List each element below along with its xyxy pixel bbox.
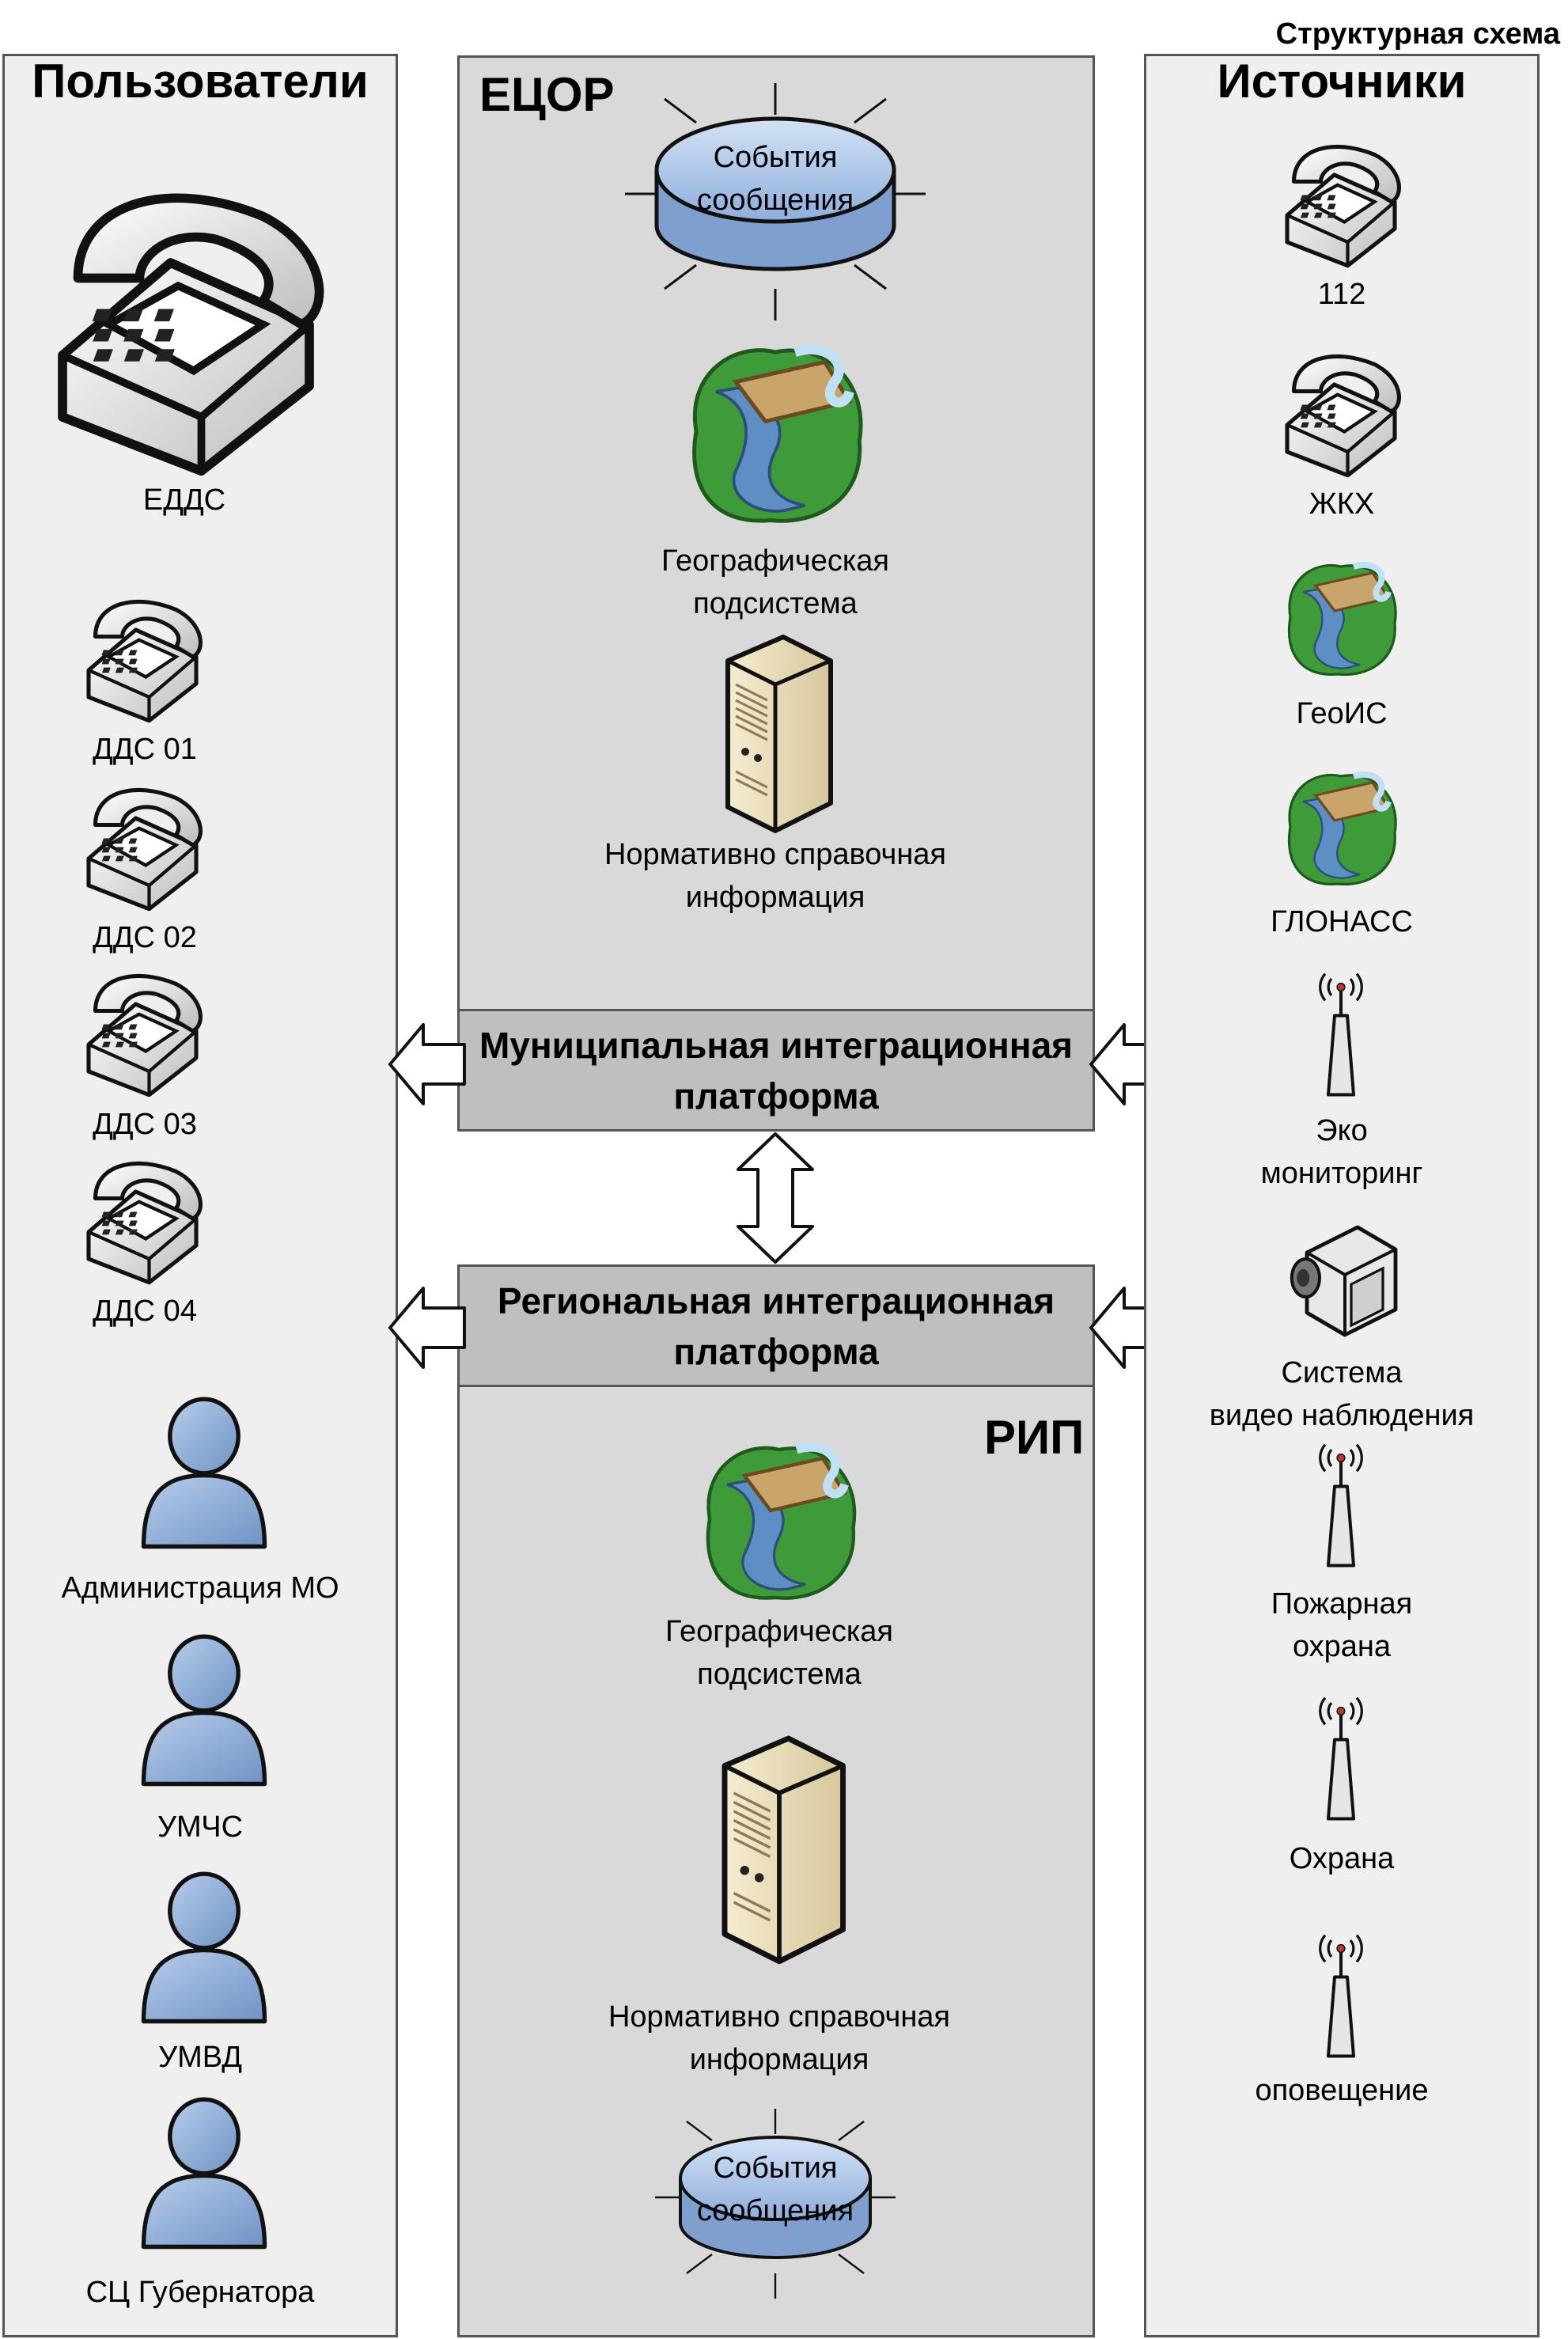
municipal-platform: Муниципальная интеграционная платформа [457, 1009, 1095, 1132]
source-label: Эко мониторинг [1260, 1114, 1423, 1190]
person-icon [133, 1626, 275, 1792]
server-icon [688, 1729, 870, 1966]
person-label: УМЧС [157, 1810, 244, 1844]
server-icon [696, 629, 854, 835]
antenna-icon [1309, 1693, 1373, 1824]
dds-label: ДДС 03 [93, 1108, 197, 1141]
telephone-icon [75, 589, 210, 724]
arrow-icon [388, 1023, 466, 1105]
antenna-icon [1309, 1931, 1373, 2061]
regional-platform: Региональная интеграционная платформа [457, 1264, 1095, 1387]
geo-map-icon [692, 1432, 866, 1606]
rip-title: РИП [984, 1411, 1085, 1464]
telephone-icon [1274, 344, 1408, 479]
source-label: ГЛОНАСС [1271, 905, 1413, 938]
geo-subsystem-label: Географическая подсистема [665, 1615, 894, 1691]
telephone-icon [75, 778, 210, 912]
source-label: Пожарная охрана [1271, 1587, 1413, 1663]
source-label: 112 [1317, 278, 1366, 311]
antenna-icon [1309, 969, 1373, 1100]
nsi-label: Нормативно справочная информация [608, 2000, 951, 2076]
source-label: Система видео наблюдения [1209, 1356, 1475, 1432]
arrow-icon [388, 1287, 466, 1369]
geo-map-icon [1278, 554, 1404, 680]
bidirectional-arrow-icon [737, 1132, 814, 1264]
person-icon [133, 2089, 275, 2255]
person-icon [133, 1863, 275, 2030]
geo-subsystem-label: Географическая подсистема [661, 544, 890, 620]
video-camera-icon [1282, 1215, 1408, 1341]
dds-label: ДДС 04 [93, 1295, 197, 1328]
dds-label: ДДС 02 [93, 921, 197, 954]
person-label: СЦ Губернатора [85, 2276, 315, 2309]
events-db-label: События сообщения [696, 141, 854, 217]
sources-title: Источники [1217, 55, 1467, 108]
source-label: оповещение [1255, 2074, 1429, 2107]
telephone-icon [1274, 135, 1408, 269]
telephone-icon [75, 1151, 210, 1286]
geo-map-icon [1278, 764, 1404, 890]
diagram-caption: Структурная схема [1275, 17, 1560, 51]
person-label: УМВД [157, 2041, 243, 2074]
dds-label: ДДС 01 [93, 733, 197, 766]
person-icon [133, 1389, 275, 1555]
geo-map-icon [676, 332, 874, 530]
nsi-label: Нормативно справочная информация [604, 838, 947, 914]
telephone-icon [32, 170, 340, 479]
source-label: Охрана [1289, 1842, 1395, 1875]
source-label: ЖКХ [1309, 487, 1375, 521]
person-label: Администрация МО [61, 1571, 339, 1605]
ecor-title: ЕЦОР [479, 68, 615, 121]
users-title: Пользователи [32, 55, 369, 108]
telephone-icon [75, 964, 210, 1098]
source-label: ГеоИС [1296, 697, 1388, 730]
antenna-icon [1309, 1440, 1373, 1571]
edds-label: ЕДДС [142, 483, 226, 517]
events-db-label: События сообщения [696, 2151, 854, 2227]
